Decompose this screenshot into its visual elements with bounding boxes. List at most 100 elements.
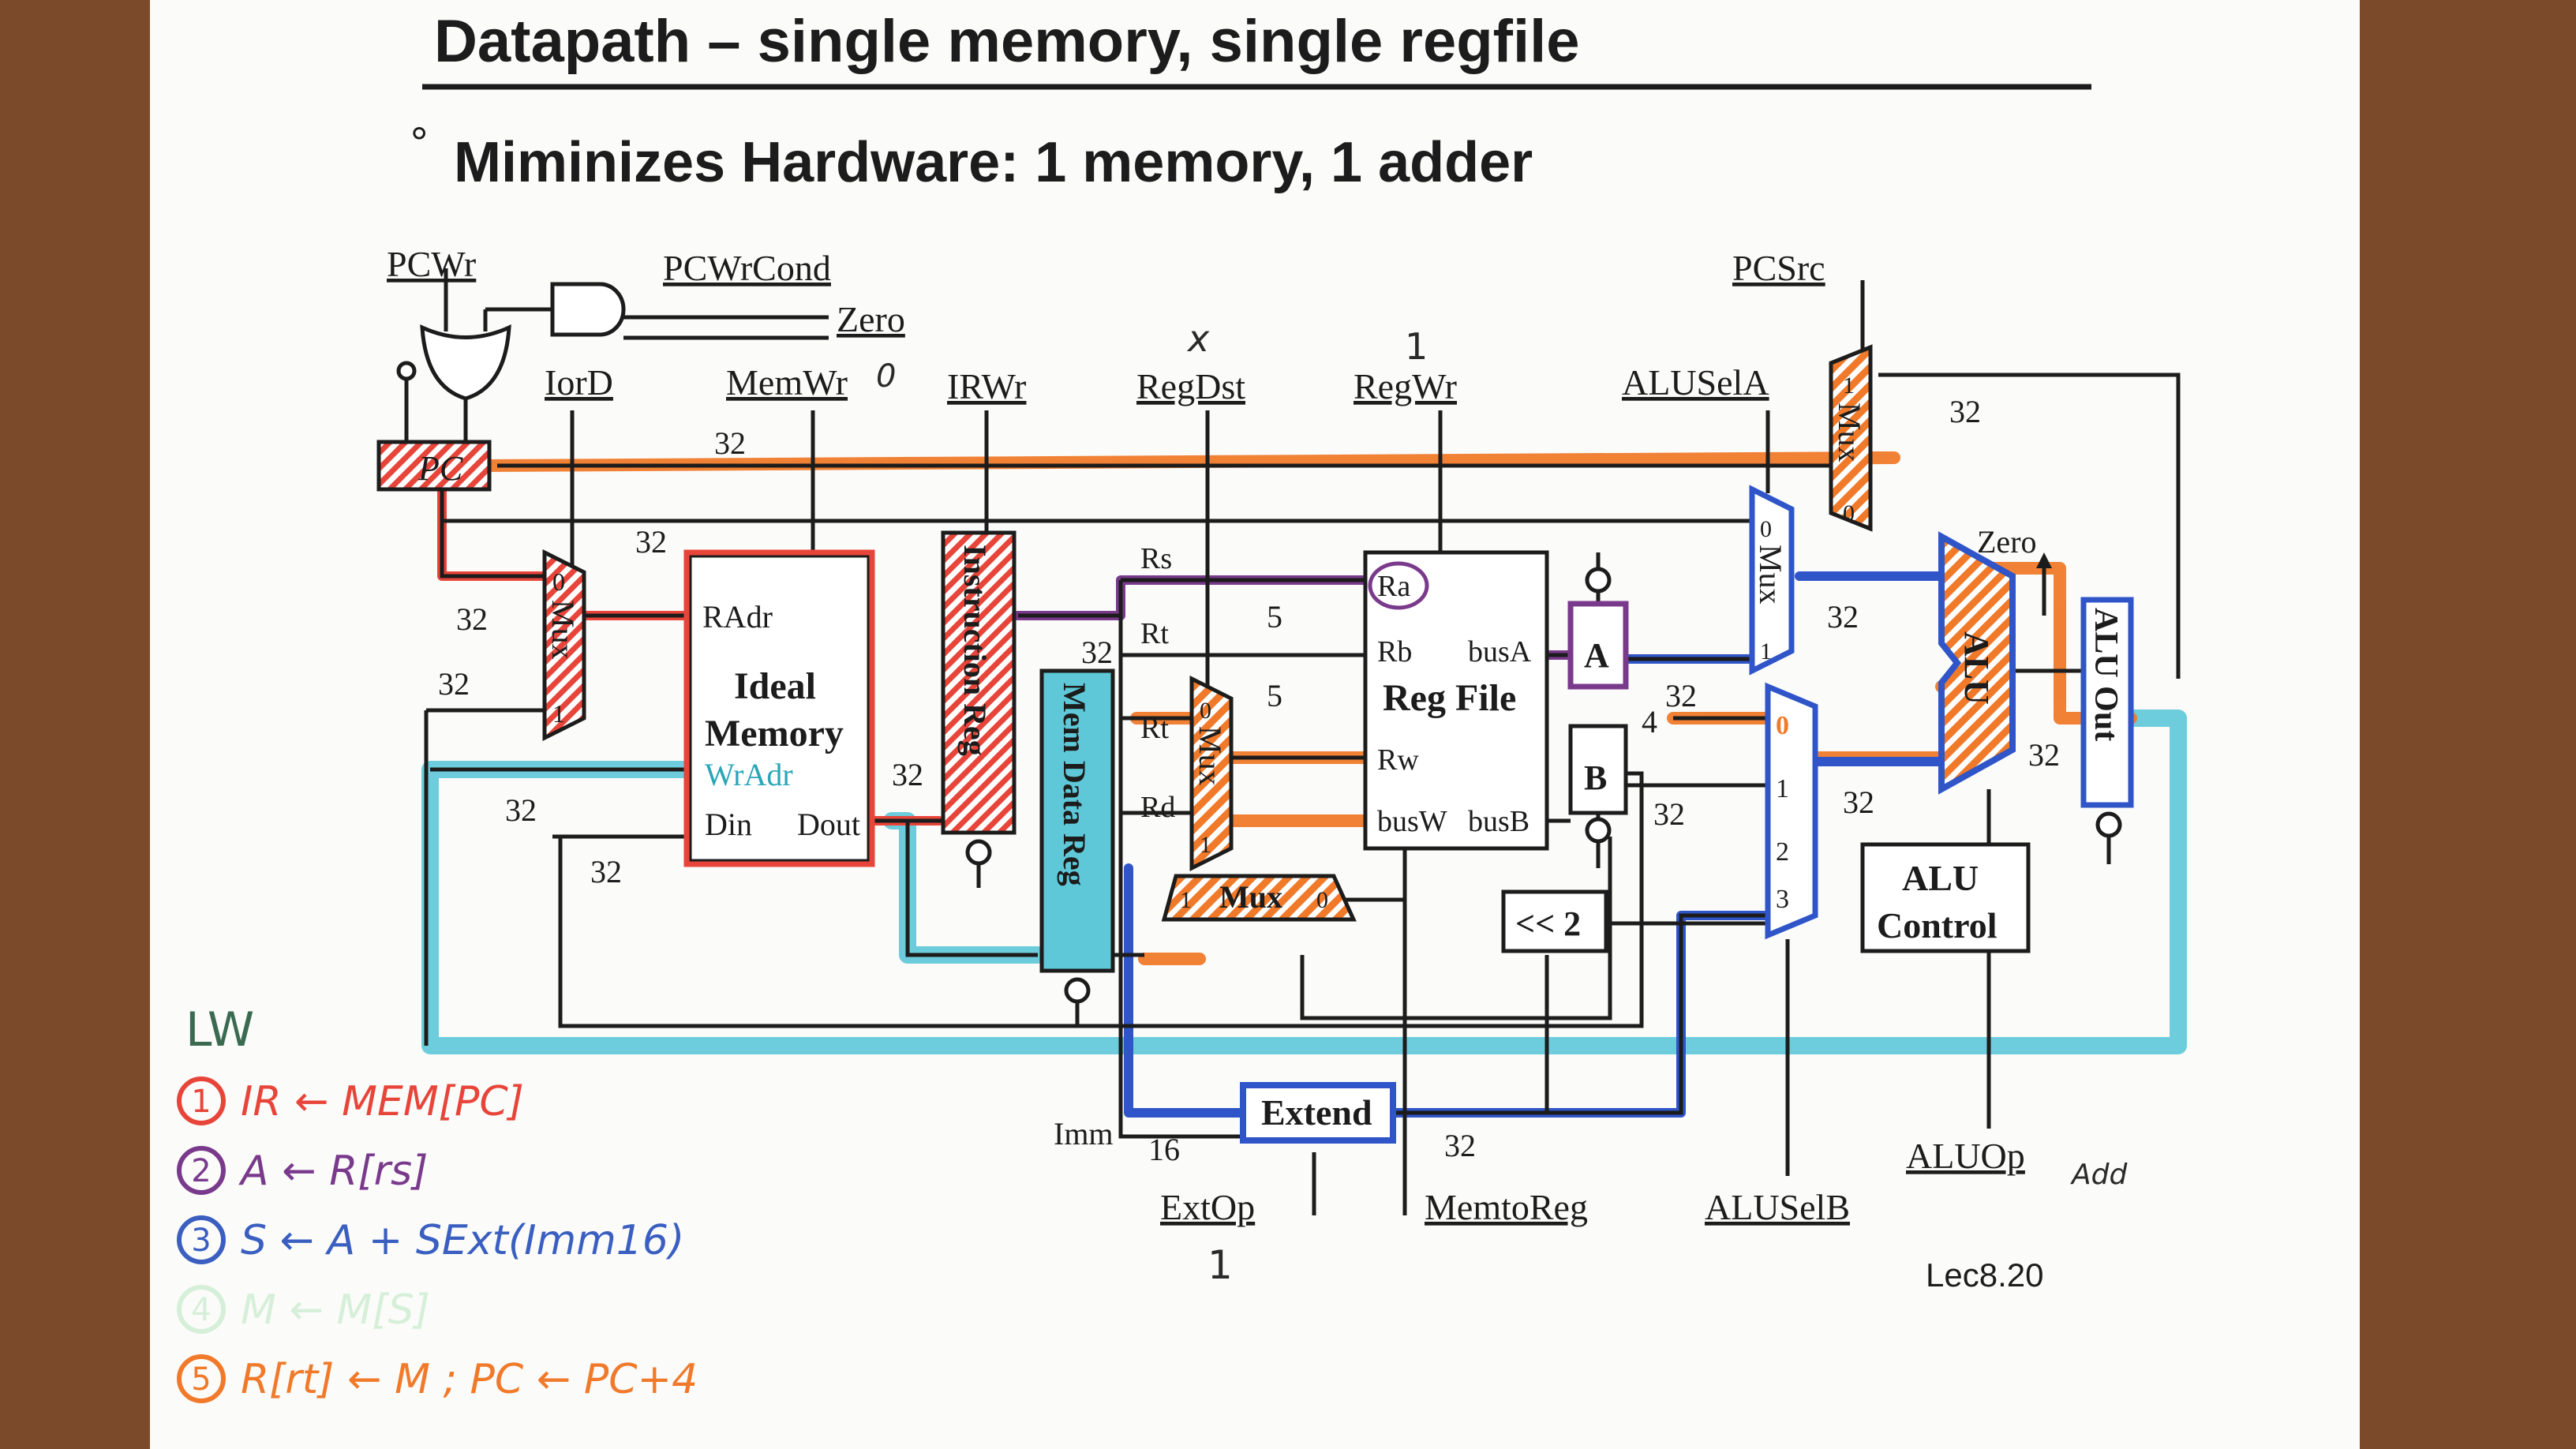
busb-port: busB	[1468, 805, 1530, 838]
bus-widths: 32 32 32 32 32 32 32 32 5 5 32 32 32 32 …	[438, 394, 2060, 1167]
width-busb: 32	[1653, 796, 1685, 832]
imm-label: Imm	[1054, 1116, 1114, 1151]
step-number: 5	[191, 1361, 211, 1398]
aluselA-mux-in1: 1	[1760, 638, 1772, 665]
reg-file	[1363, 550, 1549, 851]
aluselB-mux-in3: 3	[1776, 885, 1789, 914]
reg-file-label: Reg File	[1383, 677, 1516, 719]
step-number-circle	[177, 1215, 226, 1264]
width-iord-out: 32	[505, 792, 537, 828]
b-register-label: B	[1584, 758, 1607, 797]
width-din: 32	[590, 854, 622, 889]
constant-four: 4	[1642, 704, 1657, 739]
width-rs: 5	[1267, 599, 1282, 635]
rd-label: Rd	[1140, 791, 1175, 824]
memtoreg-mux-label: Mux	[1219, 879, 1282, 915]
pc-write-gates	[396, 268, 626, 442]
step-number-circle	[177, 1076, 226, 1125]
aluselB-mux-in1: 1	[1776, 774, 1789, 803]
aluselA-mux	[1749, 485, 1795, 676]
aluop-signal: ALUOp	[1906, 1136, 2025, 1176]
busw-port: busW	[1377, 805, 1447, 838]
extop-signal: ExtOp	[1160, 1187, 1255, 1227]
regdst-value: x	[1186, 317, 1210, 360]
step-number: 4	[191, 1292, 211, 1328]
aluselB-mux-in0: 0	[1776, 711, 1789, 740]
lw-step: 5 R[rt] ← M ; PC ← PC+4	[177, 1354, 698, 1403]
extend-label: Extend	[1261, 1092, 1372, 1133]
aluselB-signal: ALUSelB	[1705, 1187, 1850, 1227]
zero-signal: Zero	[837, 299, 905, 339]
memwr-signal: MemWr	[726, 362, 848, 402]
alu-control-label-2: Control	[1877, 905, 1998, 945]
alu-zero-label: Zero	[1977, 524, 2037, 560]
step-number-circle	[177, 1354, 226, 1403]
black-wires	[404, 280, 2181, 1215]
shift-left-2	[1501, 889, 1608, 953]
slide-title: Datapath – single memory, single regfile	[434, 8, 1579, 75]
iord-signal: IorD	[545, 362, 613, 402]
alu-control-label-1: ALU	[1902, 858, 1979, 898]
instruction-reg-label: Instruction Reg	[957, 545, 993, 756]
mem-data-reg-label: Mem Data Reg	[1057, 683, 1092, 886]
lw-step: 4 M ← M[S]	[177, 1285, 430, 1334]
pcwrcond-signal: PCWrCond	[663, 248, 831, 288]
pcsrc-mux-label: Mux	[1832, 402, 1867, 462]
extend-block	[1240, 1082, 1396, 1144]
memtoreg-mux	[1161, 874, 1357, 922]
rw-port: Rw	[1377, 743, 1419, 777]
regwr-value: 1	[1405, 325, 1428, 368]
alu-out-label: ALU Out	[2087, 608, 2124, 741]
aluop-value: Add	[2070, 1159, 2128, 1191]
step-text: R[rt] ← M ; PC ← PC+4	[241, 1356, 698, 1403]
aluselA-signal: ALUSelA	[1622, 362, 1769, 402]
width-imm: 16	[1148, 1132, 1180, 1167]
rt-label: Rt	[1140, 617, 1169, 650]
radr-port: RAdr	[702, 599, 773, 635]
step-text: IR ← MEM[PC]	[241, 1078, 524, 1125]
mem-data-reg	[1039, 668, 1115, 973]
step-number-circle	[177, 1285, 226, 1334]
step-number-circle	[177, 1146, 226, 1195]
regdst-mux-in0: 0	[1200, 698, 1211, 724]
regdst-mux-label: Mux	[1193, 726, 1228, 786]
regdst-signal: RegDst	[1136, 366, 1245, 406]
alu-out-register	[2080, 597, 2134, 808]
pcsrc-signal: PCSrc	[1732, 248, 1825, 288]
width-alub: 32	[1843, 784, 1874, 820]
width-aluout: 32	[2028, 737, 2060, 773]
regdst-mux	[1189, 675, 1234, 872]
aluselB-mux	[1765, 682, 1818, 940]
step-text: M ← M[S]	[241, 1286, 430, 1334]
regwr-signal: RegWr	[1354, 366, 1457, 406]
step-number: 1	[191, 1084, 211, 1120]
bullet-mark: °	[410, 118, 428, 167]
width-ir-out: 32	[1081, 635, 1113, 670]
aluselB-mux-in2: 2	[1776, 837, 1789, 867]
shift-left-2-label: << 2	[1515, 904, 1581, 943]
width-pc-top: 32	[714, 425, 746, 461]
memtoreg-mux-in0: 0	[1316, 887, 1328, 913]
wradr-port: WrAdr	[705, 757, 793, 792]
width-extend-out: 32	[1444, 1128, 1476, 1163]
ideal-memory-label-1: Ideal	[734, 665, 816, 707]
pc-register	[376, 440, 492, 492]
width-rt: 5	[1267, 678, 1282, 713]
rb-port: Rb	[1377, 635, 1412, 668]
aluselA-mux-label: Mux	[1753, 545, 1788, 605]
width-pc-bottom: 32	[635, 524, 667, 560]
a-register-label: A	[1584, 636, 1609, 675]
iord-mux-in1: 1	[552, 699, 565, 728]
width-dout: 32	[892, 757, 923, 792]
din-port: Din	[705, 807, 752, 842]
handwritten-values: x 1 0 1 Add	[876, 317, 2128, 1288]
memtoreg-mux-in1: 1	[1180, 887, 1192, 913]
irwr-signal: IRWr	[947, 366, 1026, 406]
memwr-value: 0	[876, 358, 896, 395]
pcsrc-mux-in1: 1	[1843, 373, 1855, 399]
lw-heading: LW	[185, 1002, 254, 1058]
alu-control	[1860, 842, 2031, 953]
rs-label: Rs	[1140, 542, 1172, 575]
